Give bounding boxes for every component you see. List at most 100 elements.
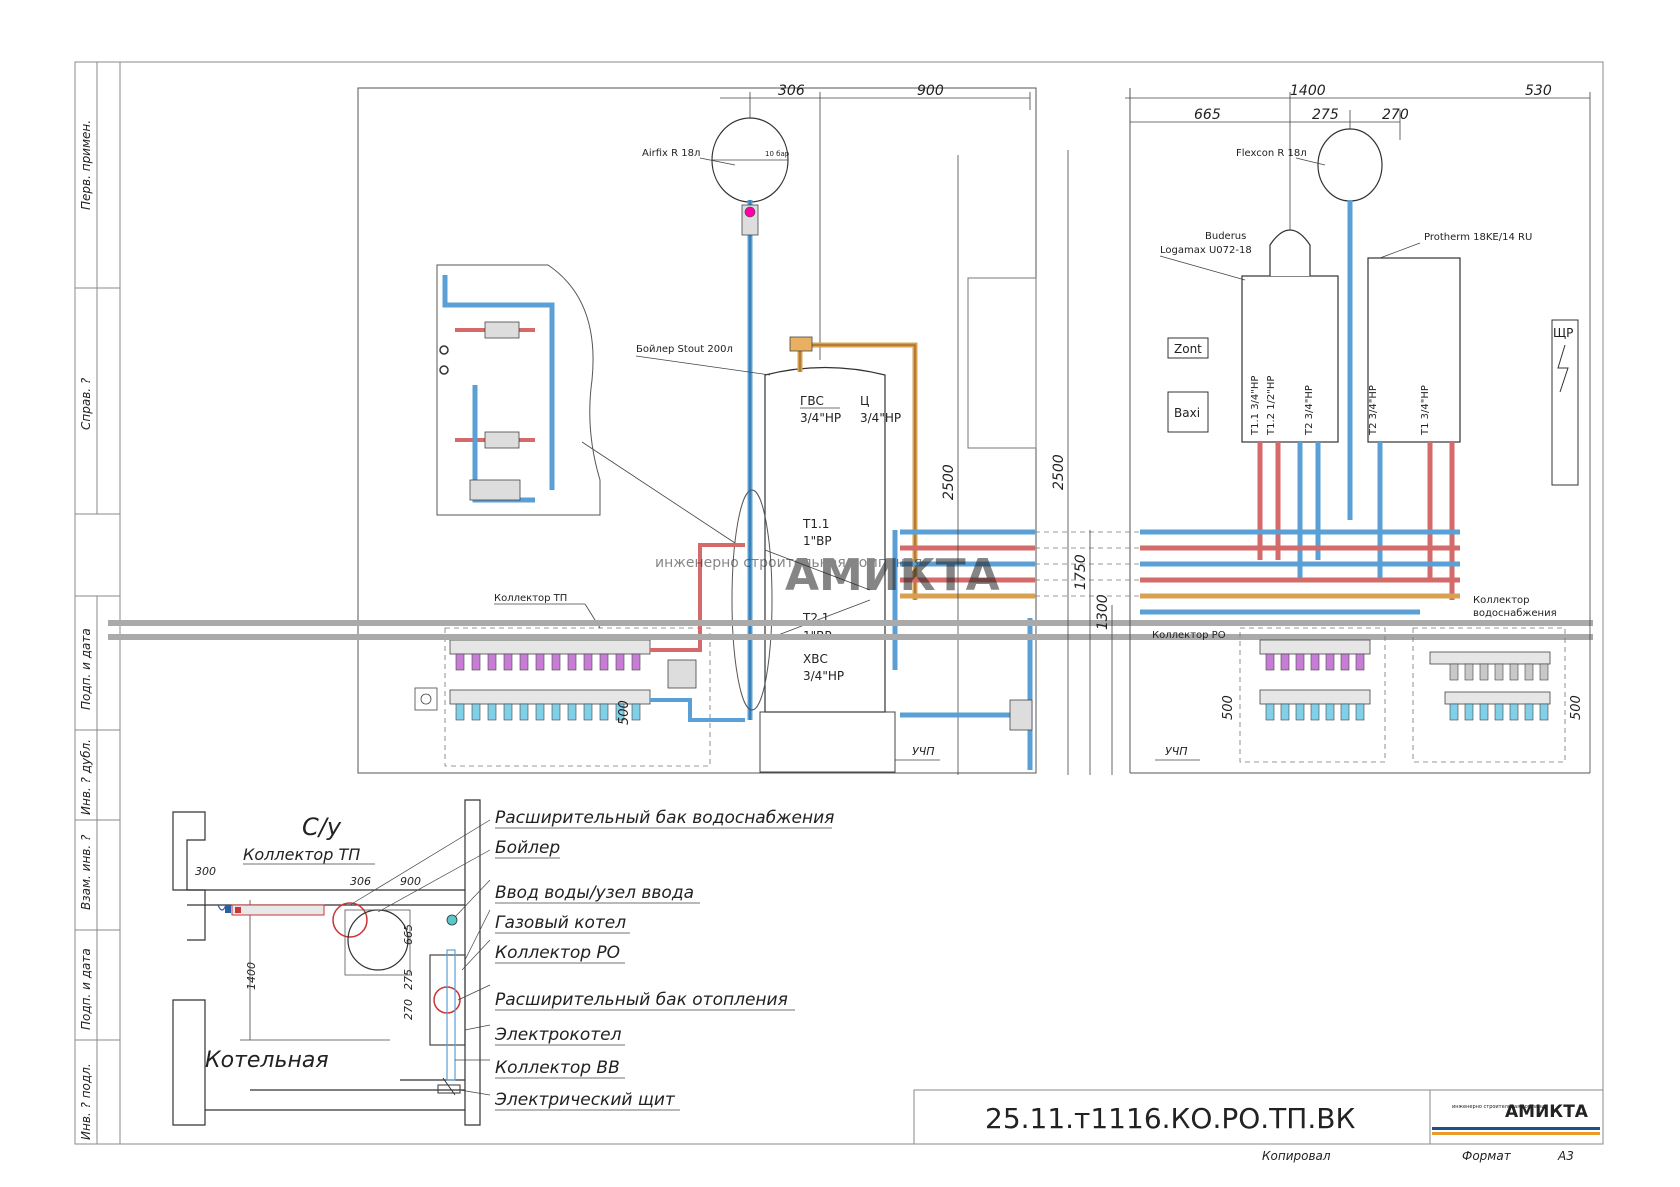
collector-port: [1539, 703, 1549, 721]
collector-port: [1340, 653, 1350, 671]
collector-water-label: Коллектор: [1473, 595, 1529, 606]
buderus-brand: Buderus: [1205, 231, 1246, 242]
collector-port: [1310, 653, 1320, 671]
grey-band-2: [108, 634, 1593, 640]
collector-port: [1509, 663, 1519, 681]
lightning-icon: [1557, 344, 1569, 393]
collector-port: [487, 703, 497, 721]
side-label-2: Справ. ?: [79, 377, 93, 430]
plan-dim-300: 300: [195, 865, 216, 878]
collector-port: [1340, 703, 1350, 721]
plan-dim-275: 275: [402, 969, 415, 990]
plan-boiler: [347, 909, 409, 971]
valve-dhw: [789, 336, 813, 352]
collector-port: [1355, 703, 1365, 721]
dim-1400: 1400: [1290, 83, 1326, 99]
collector-port: [1355, 653, 1365, 671]
dim-900: 900: [917, 83, 944, 99]
collector-ro-ports: [1265, 653, 1365, 721]
legend-item-1: Бойлер: [495, 838, 560, 858]
watermark-sub: инженерно строительная компания: [655, 555, 922, 571]
boiler-stand: [759, 711, 896, 773]
plan-dhw-tank: [332, 902, 368, 938]
dim-500a: 500: [1221, 695, 1236, 720]
uchp-right: УЧП: [1165, 745, 1188, 758]
expansion-tank-flexcon: [1317, 128, 1383, 202]
t11-size: 1"ВР: [803, 534, 832, 548]
dim-665: 665: [1194, 107, 1221, 123]
collector-port: [1295, 703, 1305, 721]
legend-item-3: Газовый котел: [495, 913, 626, 933]
plan-dim-270: 270: [402, 999, 415, 1020]
zont-controller: [1167, 337, 1209, 359]
collector-port: [1494, 703, 1504, 721]
pipe-bundle-left: [892, 529, 1035, 670]
collector-port: [599, 653, 609, 671]
collector-port: [583, 703, 593, 721]
buderus-model: Logamax U072-18: [1160, 245, 1252, 256]
side-label-5: Взам. инв. ?: [79, 834, 93, 910]
drawing-code: 25.11.т1116.КО.РО.ТП.ВК: [985, 1102, 1355, 1135]
watermark-big: АМИКТА: [785, 550, 1000, 601]
dim-2500-right: 2500: [1051, 454, 1067, 490]
plan-room-su: С/у: [302, 813, 342, 841]
legend-item-7: Коллектор ВВ: [495, 1058, 620, 1078]
side-label-4: Инв. ? дубл.: [79, 739, 93, 815]
side-label-3: Подп. и дата: [79, 628, 93, 710]
mixing-unit: [667, 659, 697, 689]
collector-port: [471, 653, 481, 671]
boiler-protherm: [1367, 257, 1461, 443]
baxi-unit: [1167, 391, 1209, 433]
collector-port: [615, 703, 625, 721]
dim-1750: 1750: [1073, 554, 1089, 590]
collector-port: [1524, 663, 1534, 681]
collector-port: [551, 703, 561, 721]
collector-water-outline: [1412, 627, 1566, 763]
collector-port: [1464, 663, 1474, 681]
collector-tp-ports: [455, 653, 641, 721]
plan-dim-1400: 1400: [245, 962, 258, 990]
collector-water-label2: водоснабжения: [1473, 608, 1557, 619]
format-label: Формат: [1462, 1149, 1512, 1163]
collector-port: [1524, 703, 1534, 721]
collector-port: [1479, 663, 1489, 681]
pipe-label-t2a: Т2 3/4"НР: [1304, 385, 1315, 436]
dim-306: 306: [778, 83, 805, 99]
collector-water-manifolds: [1429, 651, 1551, 705]
collector-port: [1295, 653, 1305, 671]
legend-item-4: Коллектор РО: [495, 943, 620, 963]
collector-tp-label: Коллектор ТП: [494, 593, 567, 604]
dim-270: 270: [1382, 107, 1409, 123]
legend-item-5: Расширительный бак отопления: [495, 990, 788, 1010]
c-size: 3/4"НР: [860, 411, 901, 425]
dim-1300: 1300: [1095, 594, 1111, 630]
legend-item-6: Электрокотел: [494, 1025, 622, 1045]
collector-port: [487, 653, 497, 671]
collector-port: [1325, 653, 1335, 671]
dim-2500-left: 2500: [941, 464, 957, 500]
collector-port: [1479, 703, 1489, 721]
collector-port: [631, 703, 641, 721]
wall-panel: [967, 277, 1037, 449]
boiler-drop-pipes: [1257, 442, 1455, 600]
collector-port: [1280, 653, 1290, 671]
pipe-bundle-right: [1140, 529, 1460, 615]
collector-port: [503, 653, 513, 671]
t11-label: Т1.1: [802, 517, 829, 531]
protherm-label: Protherm 18KE/14 RU: [1424, 232, 1532, 243]
collector-port: [551, 653, 561, 671]
title-block: 25.11.т1116.КО.РО.ТП.ВК инженерно строит…: [913, 1089, 1604, 1163]
collector-tp-outline: [444, 627, 711, 767]
collector-port: [1265, 703, 1275, 721]
pipe-water-input: [900, 618, 1033, 770]
uchp-left: УЧП: [912, 745, 935, 758]
plan-dim-306: 306: [350, 875, 371, 888]
collector-ro-outline: [1239, 627, 1386, 763]
socket-icon: [414, 687, 438, 711]
plan-collector-vv: [446, 949, 456, 1081]
plan-legend: Расширительный бак водоснабжения Бойлер …: [494, 808, 834, 1111]
side-label-7: Инв. ? подл.: [79, 1063, 93, 1140]
collector-port: [455, 653, 465, 671]
gvs-size: 3/4"НР: [800, 411, 841, 425]
collector-port: [1265, 653, 1275, 671]
